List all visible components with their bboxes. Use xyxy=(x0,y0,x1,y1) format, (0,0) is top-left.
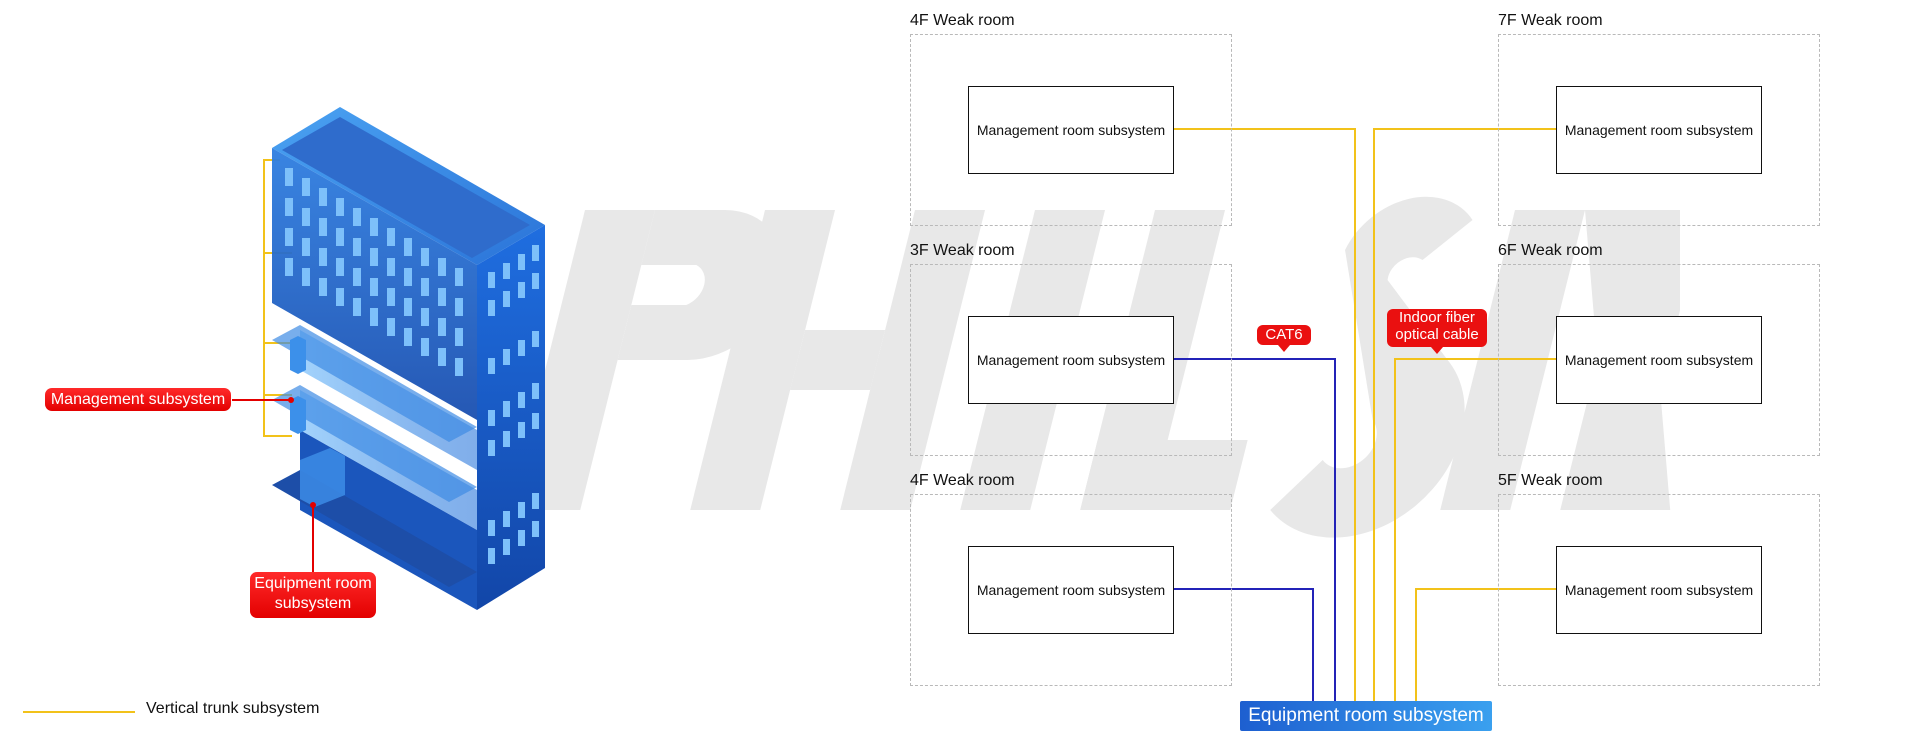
weak-room-7f xyxy=(1498,34,1820,226)
cat6-callout: CAT6 xyxy=(1257,325,1311,352)
room-title-5f: 5F Weak room xyxy=(1498,472,1603,489)
equipment-room-subsystem-bar: Equipment room subsystem xyxy=(1240,701,1492,731)
room-title-6f: 6F Weak room xyxy=(1498,242,1603,259)
fiber-cable-callout: Indoor fiber optical cable xyxy=(1387,309,1487,354)
management-subsystem-label: Management subsystem xyxy=(45,388,231,411)
cat6-line-4f-bottom xyxy=(1172,588,1314,701)
room-title-4f: 4F Weak room xyxy=(910,12,1015,29)
trunk-line-6f xyxy=(1394,358,1557,701)
room-title-3f: 3F Weak room xyxy=(910,242,1015,259)
room-title-7f: 7F Weak room xyxy=(1498,12,1603,29)
room-title-4f-lower: 4F Weak room xyxy=(910,472,1015,489)
weak-room-4f-lower xyxy=(910,494,1232,686)
management-room-subsystem-4f-lower: Management room subsystem xyxy=(968,546,1174,634)
legend-line-vertical-trunk xyxy=(23,711,135,713)
cat6-line-3f xyxy=(1172,358,1336,701)
weak-room-3f xyxy=(910,264,1232,456)
management-room-subsystem-3f: Management room subsystem xyxy=(968,316,1174,404)
management-room-subsystem-6f: Management room subsystem xyxy=(1556,316,1762,404)
management-room-subsystem-4f: Management room subsystem xyxy=(968,86,1174,174)
trunk-line-5f xyxy=(1415,588,1557,701)
equipment-room-subsystem-label: Equipment room subsystem xyxy=(250,572,376,618)
weak-room-5f xyxy=(1498,494,1820,686)
legend-label-vertical-trunk: Vertical trunk subsystem xyxy=(146,700,320,717)
trunk-line-4f-top xyxy=(1172,128,1356,701)
management-room-subsystem-5f: Management room subsystem xyxy=(1556,546,1762,634)
weak-room-4f xyxy=(910,34,1232,226)
weak-room-6f xyxy=(1498,264,1820,456)
trunk-line-7f xyxy=(1373,128,1557,701)
management-room-subsystem-7f: Management room subsystem xyxy=(1556,86,1762,174)
